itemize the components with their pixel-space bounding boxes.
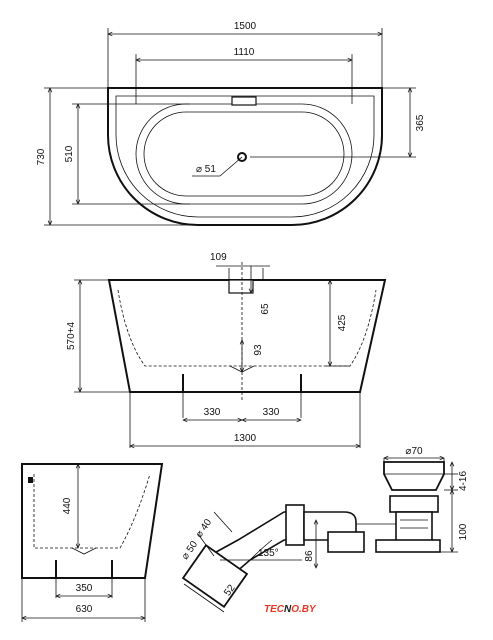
dim-depth-label: 730 [36, 148, 47, 165]
brand-suffix: O.BY [291, 604, 317, 615]
drain-detail: ⌀70 4-16 100 86 ⌀ 40 ⌀ 50 135° 52 [180, 446, 469, 613]
dim-end-depth-label: 440 [62, 497, 73, 514]
dim-base-length-label: 1300 [234, 433, 257, 444]
dim-overflow-offset-label: 109 [210, 252, 227, 263]
plug-flange [375, 539, 441, 553]
leader-50 [197, 533, 215, 557]
dim-foot-left-label: 330 [204, 407, 221, 418]
dim-end-foot-span-label: 350 [76, 583, 93, 594]
side-outline [107, 279, 387, 393]
end-overflow-mark [28, 477, 33, 483]
dim-half-depth-label: 365 [415, 114, 426, 131]
top-drain-dia-label: ⌀ 51 [196, 164, 216, 175]
thread-lines [400, 519, 428, 529]
side-overflow-fitting [228, 279, 254, 294]
end-outline [21, 463, 164, 579]
plug-cap [383, 461, 445, 491]
dim-height-label: 570+4 [66, 322, 77, 351]
brand-prefix: TEC [264, 604, 285, 615]
dim-overflow-drop-label: 65 [260, 303, 271, 315]
dim-foot-right-label: 330 [263, 407, 280, 418]
dim-end-base-label: 630 [76, 604, 93, 615]
dim-drain-height-label: 100 [458, 523, 469, 540]
drain-leader [219, 156, 243, 177]
dim-outlet-len [183, 583, 225, 613]
brand-wordmark: TECNO.BY [264, 604, 317, 615]
dim-width-label: 1500 [234, 21, 257, 32]
dim-inner-width-label: 510 [64, 145, 75, 162]
pipe-nut [327, 531, 365, 553]
dim-pipe-40-label: ⌀ 40 [194, 517, 215, 540]
top-view: ⌀ 51 1500 1110 730 510 365 [36, 21, 426, 226]
dim-drain-height-label: 93 [253, 344, 264, 356]
top-outer-outline [107, 87, 383, 226]
end-inner-basin [33, 473, 151, 549]
end-view: 440 350 630 [21, 463, 164, 622]
brand-logo: TECNO.BY [264, 604, 317, 615]
nut-left [285, 504, 305, 546]
overflow-fitting [231, 96, 257, 106]
plug-body [389, 495, 439, 513]
top-basin-inner [143, 111, 345, 197]
dim-angle-label: 135° [258, 548, 279, 559]
brand-mid: N [284, 604, 292, 615]
angle-arc [249, 539, 273, 561]
dim-outlet-height-label: 86 [304, 550, 315, 562]
end-drain [71, 547, 97, 555]
side-view: 109 65 93 330 330 1300 570+4 425 [66, 252, 387, 448]
dim-inner-depth-label: 425 [337, 314, 348, 331]
side-inner-basin [117, 289, 377, 367]
top-rim-line [115, 95, 375, 218]
leader-40 [213, 511, 233, 533]
plug-stem [395, 511, 433, 543]
dim-inner-length-label: 1110 [234, 47, 255, 58]
dim-plug-dia-label: ⌀70 [405, 446, 423, 457]
dim-adjust-label: 4-16 [458, 471, 469, 491]
